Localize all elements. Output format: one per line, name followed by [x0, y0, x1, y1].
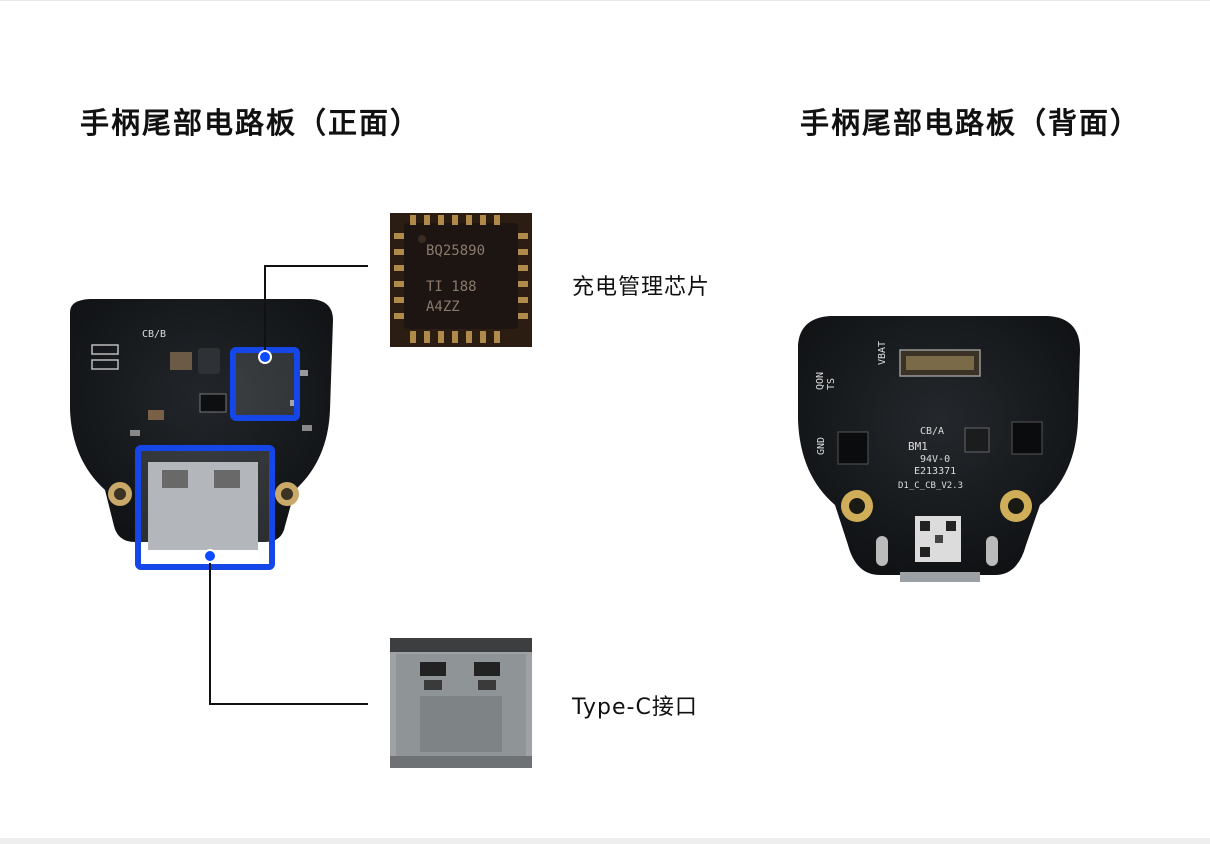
- top-divider: [0, 0, 1210, 1]
- chip-marking-3: A4ZZ: [426, 299, 460, 315]
- back-version: D1_C_CB_V2.3: [898, 481, 963, 491]
- back-vbat: VBAT: [877, 341, 888, 365]
- back-ts: TS: [826, 378, 837, 390]
- typec-anchor-dot: [203, 549, 217, 563]
- bottom-divider: [0, 838, 1210, 844]
- back-code: E213371: [914, 466, 956, 477]
- back-bm: BM1: [908, 440, 928, 453]
- back-heading: 手柄尾部电路板（背面）: [800, 106, 1142, 140]
- typec-highlight: [135, 445, 275, 570]
- chip-closeup-photo: BQ25890 TI 188 A4ZZ: [390, 213, 532, 347]
- typec-port-label: Type-C接口: [572, 695, 698, 720]
- charging-chip-label: 充电管理芯片: [572, 275, 711, 300]
- back-gnd: GND: [816, 437, 827, 455]
- chip-marking-1: BQ25890: [426, 243, 485, 259]
- back-cert: 94V-0: [920, 454, 950, 465]
- front-silkscreen: CB/B: [142, 329, 166, 340]
- typec-closeup-photo: [390, 638, 532, 768]
- back-ref: CB/A: [920, 426, 944, 437]
- chip-anchor-dot: [258, 350, 272, 364]
- front-heading: 手柄尾部电路板（正面）: [80, 106, 422, 140]
- back-qon: QON: [815, 372, 826, 390]
- back-pcb-photo: VBAT QON TS GND CB/A BM1 94V-0 E213371 D…: [798, 316, 1080, 582]
- chip-marking-2: TI 188: [426, 279, 477, 295]
